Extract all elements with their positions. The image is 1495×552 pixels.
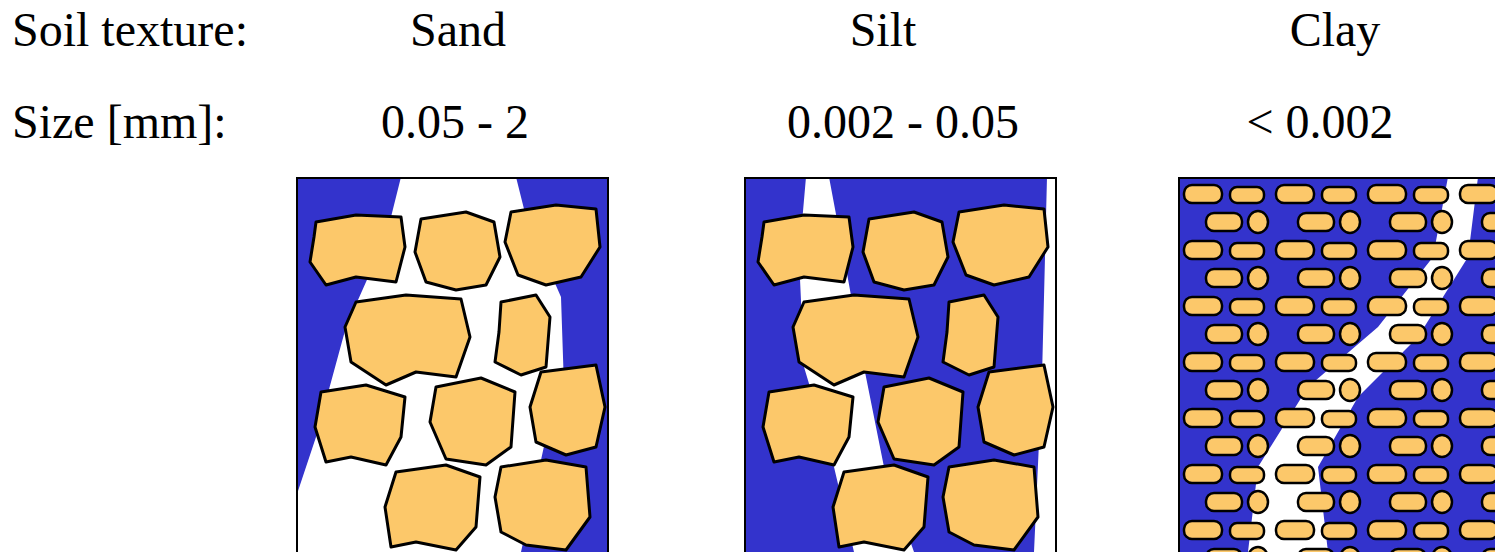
column-header: Sand	[410, 4, 506, 57]
column-header: Clay	[1290, 4, 1381, 57]
size-range: < 0.002	[1246, 96, 1393, 149]
silt-panel	[744, 177, 1057, 552]
size-range: 0.002 - 0.05	[787, 96, 1019, 149]
sand-panel	[296, 177, 609, 552]
row-header: Soil texture:	[12, 4, 248, 57]
clay-panel	[1178, 177, 1495, 552]
column-header: Silt	[850, 4, 917, 57]
row-header: Size [mm]:	[12, 96, 227, 149]
size-range: 0.05 - 2	[381, 96, 529, 149]
